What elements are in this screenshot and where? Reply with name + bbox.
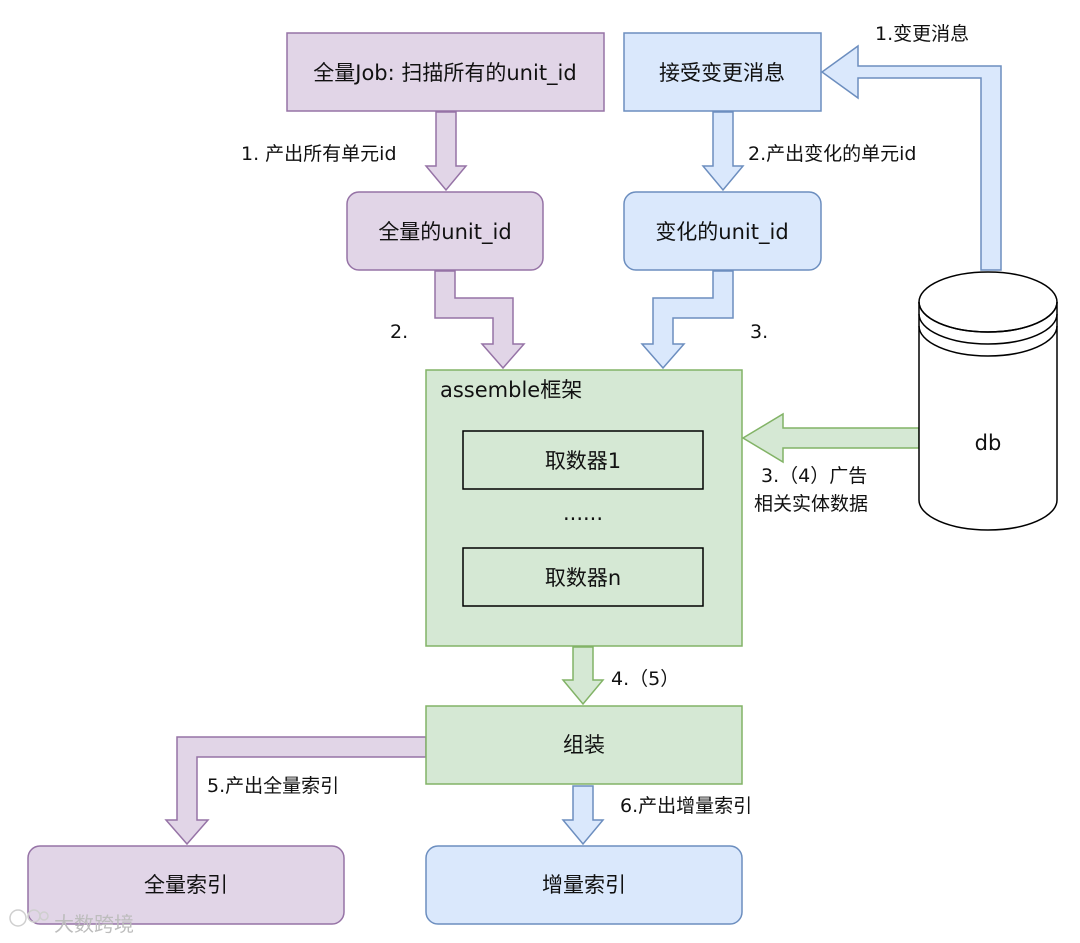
arrow-db-to-assemble (741, 412, 920, 464)
node-assemble-box (425, 705, 743, 785)
arrow-assemble-to-incremental-index (561, 785, 605, 846)
node-changed-unit-id-box (623, 191, 822, 271)
edge-label-step-4-5: 4.（5） (611, 668, 679, 690)
edge-label-output-full-index: 5.产出全量索引 (207, 775, 339, 797)
node-fetcher-n-box (462, 547, 704, 607)
node-fetcher-1-box (462, 430, 704, 490)
arrow-full-unit-id-to-assemble (434, 270, 526, 370)
node-fetcher-n-text: 取数器n (545, 566, 621, 590)
edge-label-output-changed-units: 2.产出变化的单元id (748, 143, 916, 165)
node-full-job-text: 全量Job: 扫描所有的unit_id (313, 61, 576, 86)
node-assemble-frame-title: assemble框架 (440, 378, 582, 402)
node-receive-change-box (623, 32, 822, 112)
edge-label-step-3: 3. (750, 321, 768, 343)
node-full-unit-id-text: 全量的unit_id (378, 220, 511, 245)
arrow-full-job-to-full-unit-id (424, 111, 468, 192)
node-fetcher-ellipsis: ...... (563, 501, 603, 525)
edge-label-output-incremental-index: 6.产出增量索引 (620, 795, 752, 817)
node-receive-change-text: 接受变更消息 (659, 61, 785, 85)
node-full-index-box (27, 845, 345, 925)
edge-label-step-2: 2. (390, 321, 408, 343)
node-incremental-index-box (425, 845, 743, 925)
arrow-db-to-receive-change (820, 44, 1002, 271)
edge-label-change-msg: 1.变更消息 (875, 23, 969, 45)
node-full-index-text: 全量索引 (144, 873, 228, 897)
node-full-job-box (286, 32, 605, 112)
arrow-receive-change-to-changed-unit-id (701, 111, 745, 192)
node-assemble-text: 组装 (563, 733, 605, 757)
node-incremental-index-text: 增量索引 (542, 873, 626, 897)
node-db-text: db (975, 431, 1002, 455)
arrow-assemble-to-full-index (164, 736, 427, 846)
edge-label-ad-data-line2: 相关实体数据 (754, 493, 868, 515)
node-changed-unit-id-text: 变化的unit_id (655, 220, 788, 245)
arrow-changed-unit-id-to-assemble (640, 270, 734, 370)
node-fetcher-1-text: 取数器1 (545, 449, 621, 473)
watermark-logo (9, 909, 49, 927)
arrow-assemble-frame-to-assemble (561, 646, 605, 706)
node-db-cylinder (918, 271, 1058, 531)
node-full-unit-id-box (346, 191, 544, 271)
edge-label-output-all-units: 1. 产出所有单元id (241, 143, 397, 165)
edge-label-ad-data-line1: 3.（4）广告 (761, 465, 867, 487)
watermark-text: 大数跨境 (54, 912, 134, 936)
